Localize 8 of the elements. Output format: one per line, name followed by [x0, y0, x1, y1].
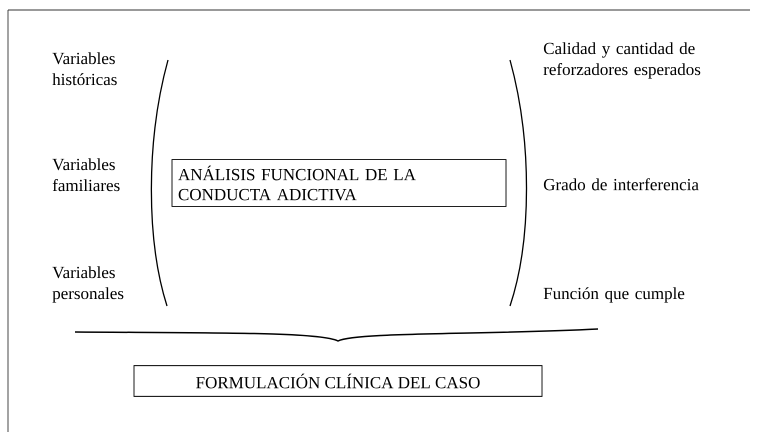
result-box: FORMULACIÓN CLÍNICA DEL CASO [134, 365, 542, 397]
side-label: Variables familiares [52, 158, 120, 192]
side-label: Variables personales [52, 266, 124, 303]
side-label: Grado de interferencia [544, 178, 699, 190]
side-label: Función que cumple [544, 287, 684, 303]
side-label: Calidad y cantidad de reforzadores esperados [544, 42, 700, 79]
side-label: Variables históricas [52, 52, 117, 86]
title-box: ANÁLISIS FUNCIONAL DE LA CONDUCTA ADICTIVA [172, 159, 506, 207]
